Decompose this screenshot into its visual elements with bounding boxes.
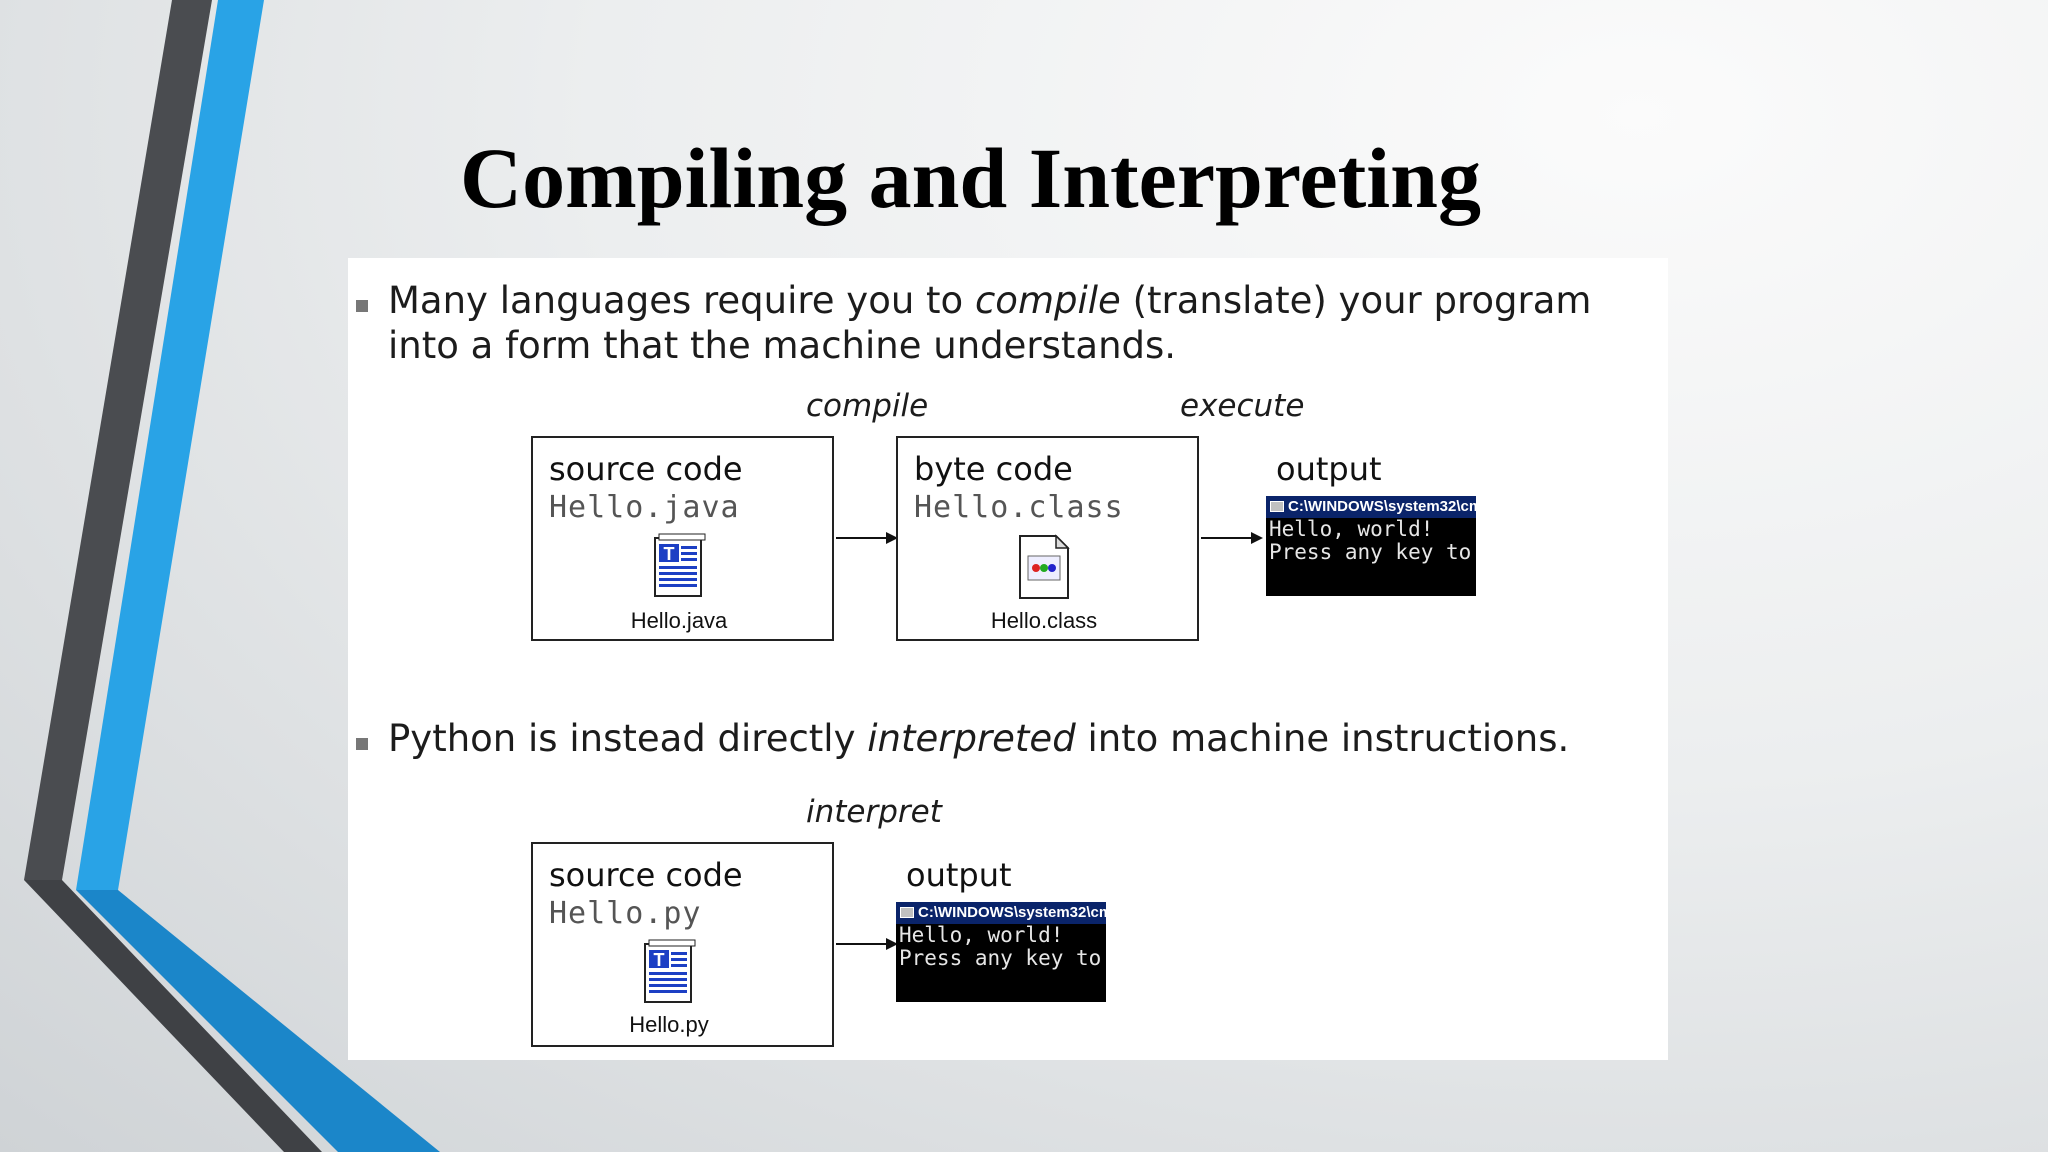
box-filename: Hello.py xyxy=(549,896,702,931)
bullet-text-part: Many languages require you to xyxy=(388,279,975,322)
box-title: source code xyxy=(549,450,743,488)
console-line: Hello, world! xyxy=(899,923,1064,947)
text-document-icon: T xyxy=(654,533,706,597)
console-window: C:\WINDOWS\system32\cmd Hello, world! Pr… xyxy=(1266,496,1476,596)
arrow-right-icon xyxy=(836,532,898,544)
output-label: output xyxy=(906,856,1012,894)
python-source-code-box: source code Hello.py T Hello.py xyxy=(531,842,834,1047)
text-document-icon: T xyxy=(644,939,696,1003)
console-title: C:\WINDOWS\system32\cmd xyxy=(918,904,1106,921)
interpret-label: interpret xyxy=(806,794,942,830)
console-window-icon xyxy=(900,907,914,918)
blue-stripe-upper xyxy=(76,0,264,890)
content-image-panel: Many languages require you to compile (t… xyxy=(348,258,1668,1060)
output-label: output xyxy=(1276,450,1382,488)
bullet-text-part: into machine instructions. xyxy=(1075,717,1570,760)
bullet-square-icon xyxy=(356,300,368,312)
arrow-right-icon xyxy=(836,938,898,950)
dark-stripe-lower xyxy=(24,880,322,1152)
console-line: Hello, world! xyxy=(1269,517,1434,541)
blue-stripe-lower xyxy=(76,890,440,1152)
box-title: byte code xyxy=(914,450,1073,488)
dark-stripe-upper xyxy=(24,0,212,880)
console-title-bar: C:\WINDOWS\system32\cmd xyxy=(1266,496,1476,518)
source-code-box: source code Hello.java T Hello.java xyxy=(531,436,834,641)
slide-title: Compiling and Interpreting xyxy=(460,130,1481,226)
icon-caption: Hello.class xyxy=(990,608,1098,633)
console-window-icon xyxy=(1270,501,1284,512)
execute-label: execute xyxy=(1180,388,1305,424)
bullet-text: Many languages require you to compile (t… xyxy=(388,278,1658,368)
bullet-text-part: (translate) your program into a form tha… xyxy=(388,279,1592,367)
console-title: C:\WINDOWS\system32\cmd xyxy=(1288,498,1476,515)
svg-text:T: T xyxy=(664,544,675,564)
bullet-text-part: Python is instead directly xyxy=(388,717,868,760)
bullet-square-icon xyxy=(356,738,368,750)
byte-code-box: byte code Hello.class Hello.class xyxy=(896,436,1199,641)
console-window: C:\WINDOWS\system32\cmd Hello, world! Pr… xyxy=(896,902,1106,1002)
console-line: Press any key to xyxy=(1269,540,1472,564)
box-filename: Hello.java xyxy=(549,490,740,525)
bullet-text: Python is instead directly interpreted i… xyxy=(388,716,1658,761)
class-file-icon xyxy=(1019,534,1070,599)
bullet-emphasis: interpreted xyxy=(867,717,1076,760)
compile-label: compile xyxy=(806,388,929,424)
console-title-bar: C:\WINDOWS\system32\cmd xyxy=(896,902,1106,924)
arrow-right-icon xyxy=(1201,532,1263,544)
bullet-emphasis: compile xyxy=(974,279,1121,322)
svg-text:T: T xyxy=(654,950,665,970)
box-title: source code xyxy=(549,856,743,894)
box-filename: Hello.class xyxy=(914,490,1124,525)
icon-caption: Hello.py xyxy=(629,1012,709,1037)
console-line: Press any key to xyxy=(899,946,1102,970)
icon-caption: Hello.java xyxy=(630,608,728,633)
